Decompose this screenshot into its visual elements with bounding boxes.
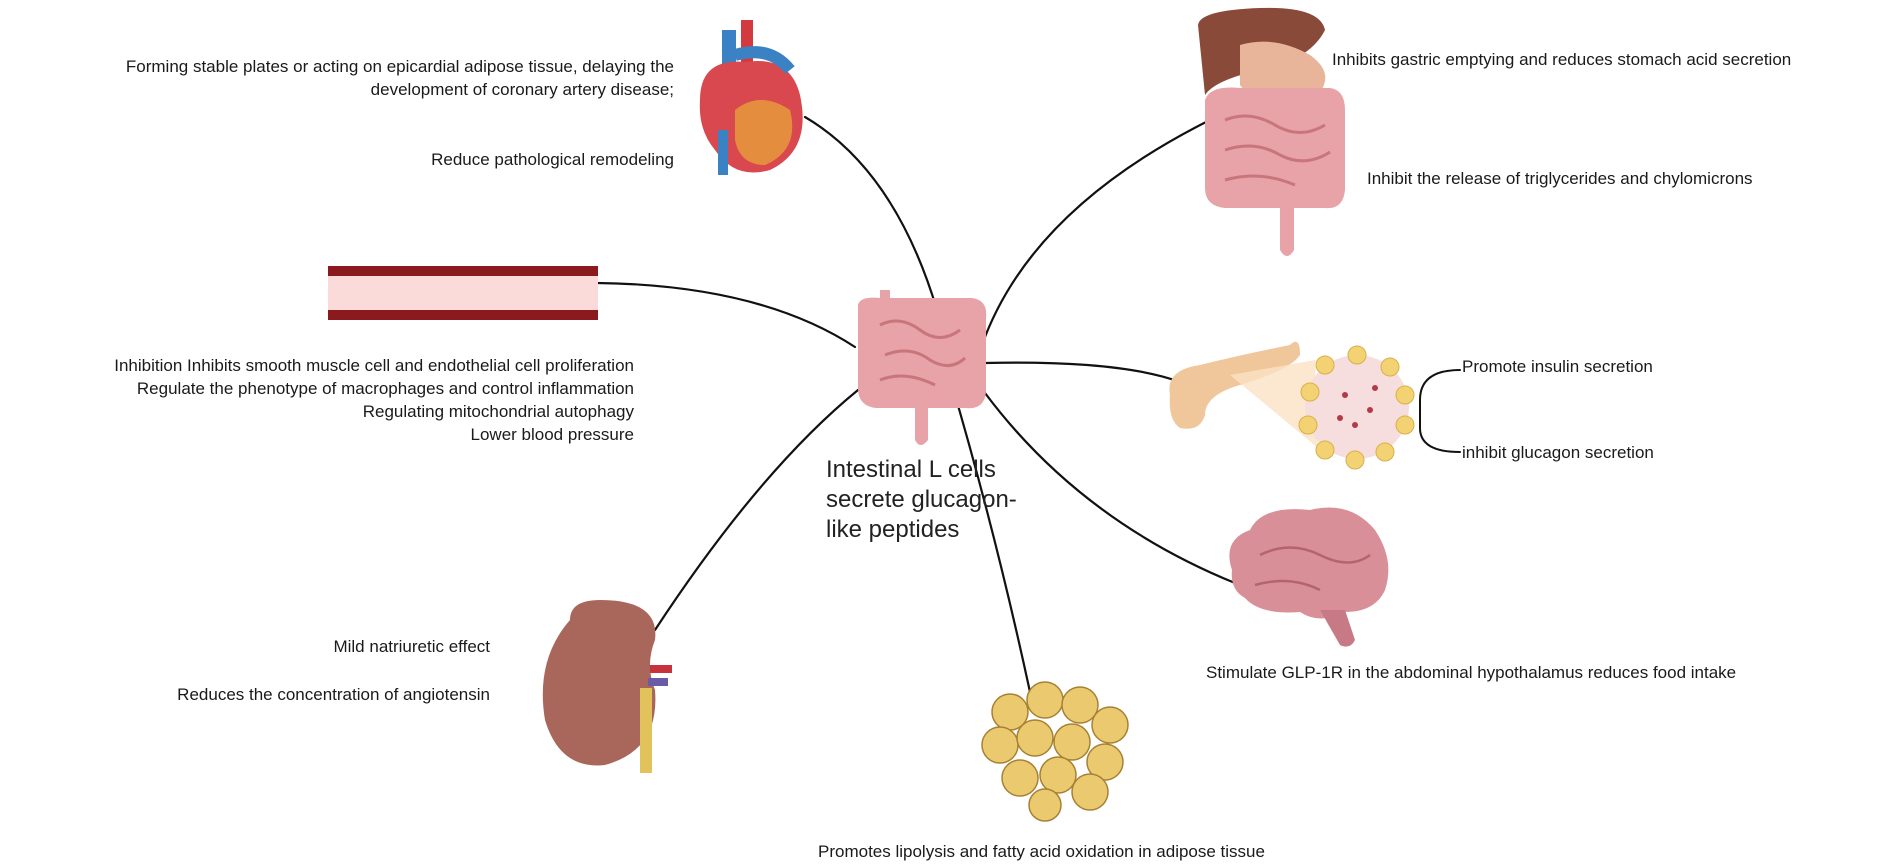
vessel-text-3: Regulating mitochondrial autophagy [362,402,634,421]
blood-vessel-icon [328,266,598,320]
connector-kidney [653,388,860,632]
connector-gut [980,118,1212,347]
connector-adipose [948,376,1032,694]
heart-effects: Forming stable plates or acting on epica… [126,55,674,101]
heart-text-2: development of coronary artery disease; [370,80,674,99]
kidney-text-1: Mild natriuretic effect [333,637,490,656]
heart-text-1: Forming stable plates or acting on epica… [125,57,674,76]
brain-icon [1229,507,1389,647]
center-label-line1: Intestinal L cells [826,456,996,483]
vessel-text-4: Lower blood pressure [470,425,634,444]
center-label-line3: like peptides [826,516,960,543]
gut-text-2: Inhibit the release of triglycerides and… [1367,169,1753,188]
pancreas-icon [1169,341,1415,470]
heart-text-3: Reduce pathological remodeling [431,150,674,169]
kidney-icon [542,600,672,773]
pancreas-text-2: inhibit glucagon secretion [1462,443,1654,462]
connector-heart [803,115,939,312]
connector-lines [595,115,1461,694]
connector-brain [983,391,1237,585]
vessel-effects: Inhibition Inhibits smooth muscle cell a… [114,354,634,446]
pancreas-text-1: Promote insulin secretion [1462,357,1653,376]
adipose-text: Promotes lipolysis and fatty acid oxidat… [818,842,1265,861]
brain-text: Stimulate GLP-1R in the abdominal hypoth… [1206,663,1737,682]
vessel-text-1: Inhibition Inhibits smooth muscle cell a… [114,356,634,375]
connector-vessel [595,281,857,349]
vessel-text-2: Regulate the phenotype of macrophages an… [136,379,634,398]
gut-text-1: Inhibits gastric emptying and reduces st… [1332,50,1792,69]
adipose-icon [981,681,1129,822]
pancreas-bracket [1419,369,1461,453]
center-label: Intestinal L cells secrete glucagon- lik… [826,455,1066,545]
gut-icon [1198,7,1345,256]
connector-pancreas [983,361,1182,384]
center-label-line2: secrete glucagon- [826,486,1017,513]
intestine-center-icon [858,290,987,445]
heart-icon [699,20,803,175]
kidney-text-2: Reduces the concentration of angiotensin [177,685,490,704]
